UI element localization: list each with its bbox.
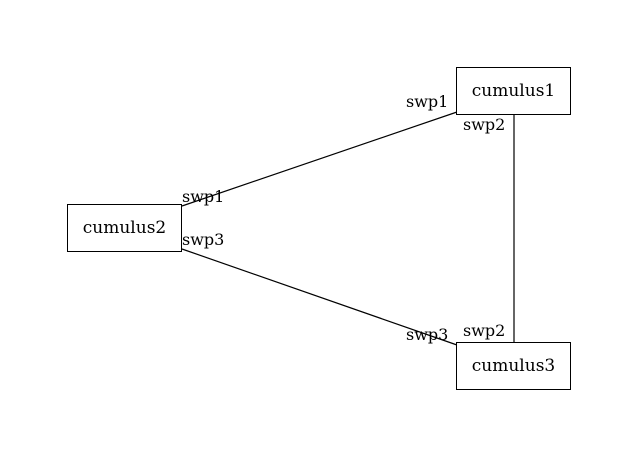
node-cumulus2-label: cumulus2 bbox=[83, 218, 166, 238]
port-label-cumulus3-swp3: swp3 bbox=[406, 325, 448, 344]
port-label-cumulus1-swp2: swp2 bbox=[463, 115, 505, 134]
node-cumulus1-box bbox=[456, 67, 571, 115]
port-label-cumulus1-swp1: swp1 bbox=[406, 92, 448, 111]
node-cumulus2-box bbox=[67, 204, 182, 252]
node-cumulus2[interactable]: cumulus2 bbox=[67, 204, 182, 252]
port-label-cumulus3-swp2: swp2 bbox=[463, 321, 505, 340]
port-label-cumulus2-swp3: swp3 bbox=[182, 230, 224, 249]
node-cumulus3-box bbox=[456, 342, 571, 390]
port-label-cumulus2-swp1: swp1 bbox=[182, 187, 224, 206]
edge-cumulus2-cumulus1 bbox=[181, 111, 458, 207]
node-cumulus3[interactable]: cumulus3 bbox=[456, 342, 571, 390]
node-cumulus3-label: cumulus3 bbox=[472, 356, 555, 376]
edge-cumulus2-cumulus3 bbox=[181, 248, 458, 346]
node-cumulus1[interactable]: cumulus1 bbox=[456, 67, 571, 115]
node-cumulus1-label: cumulus1 bbox=[472, 81, 555, 101]
